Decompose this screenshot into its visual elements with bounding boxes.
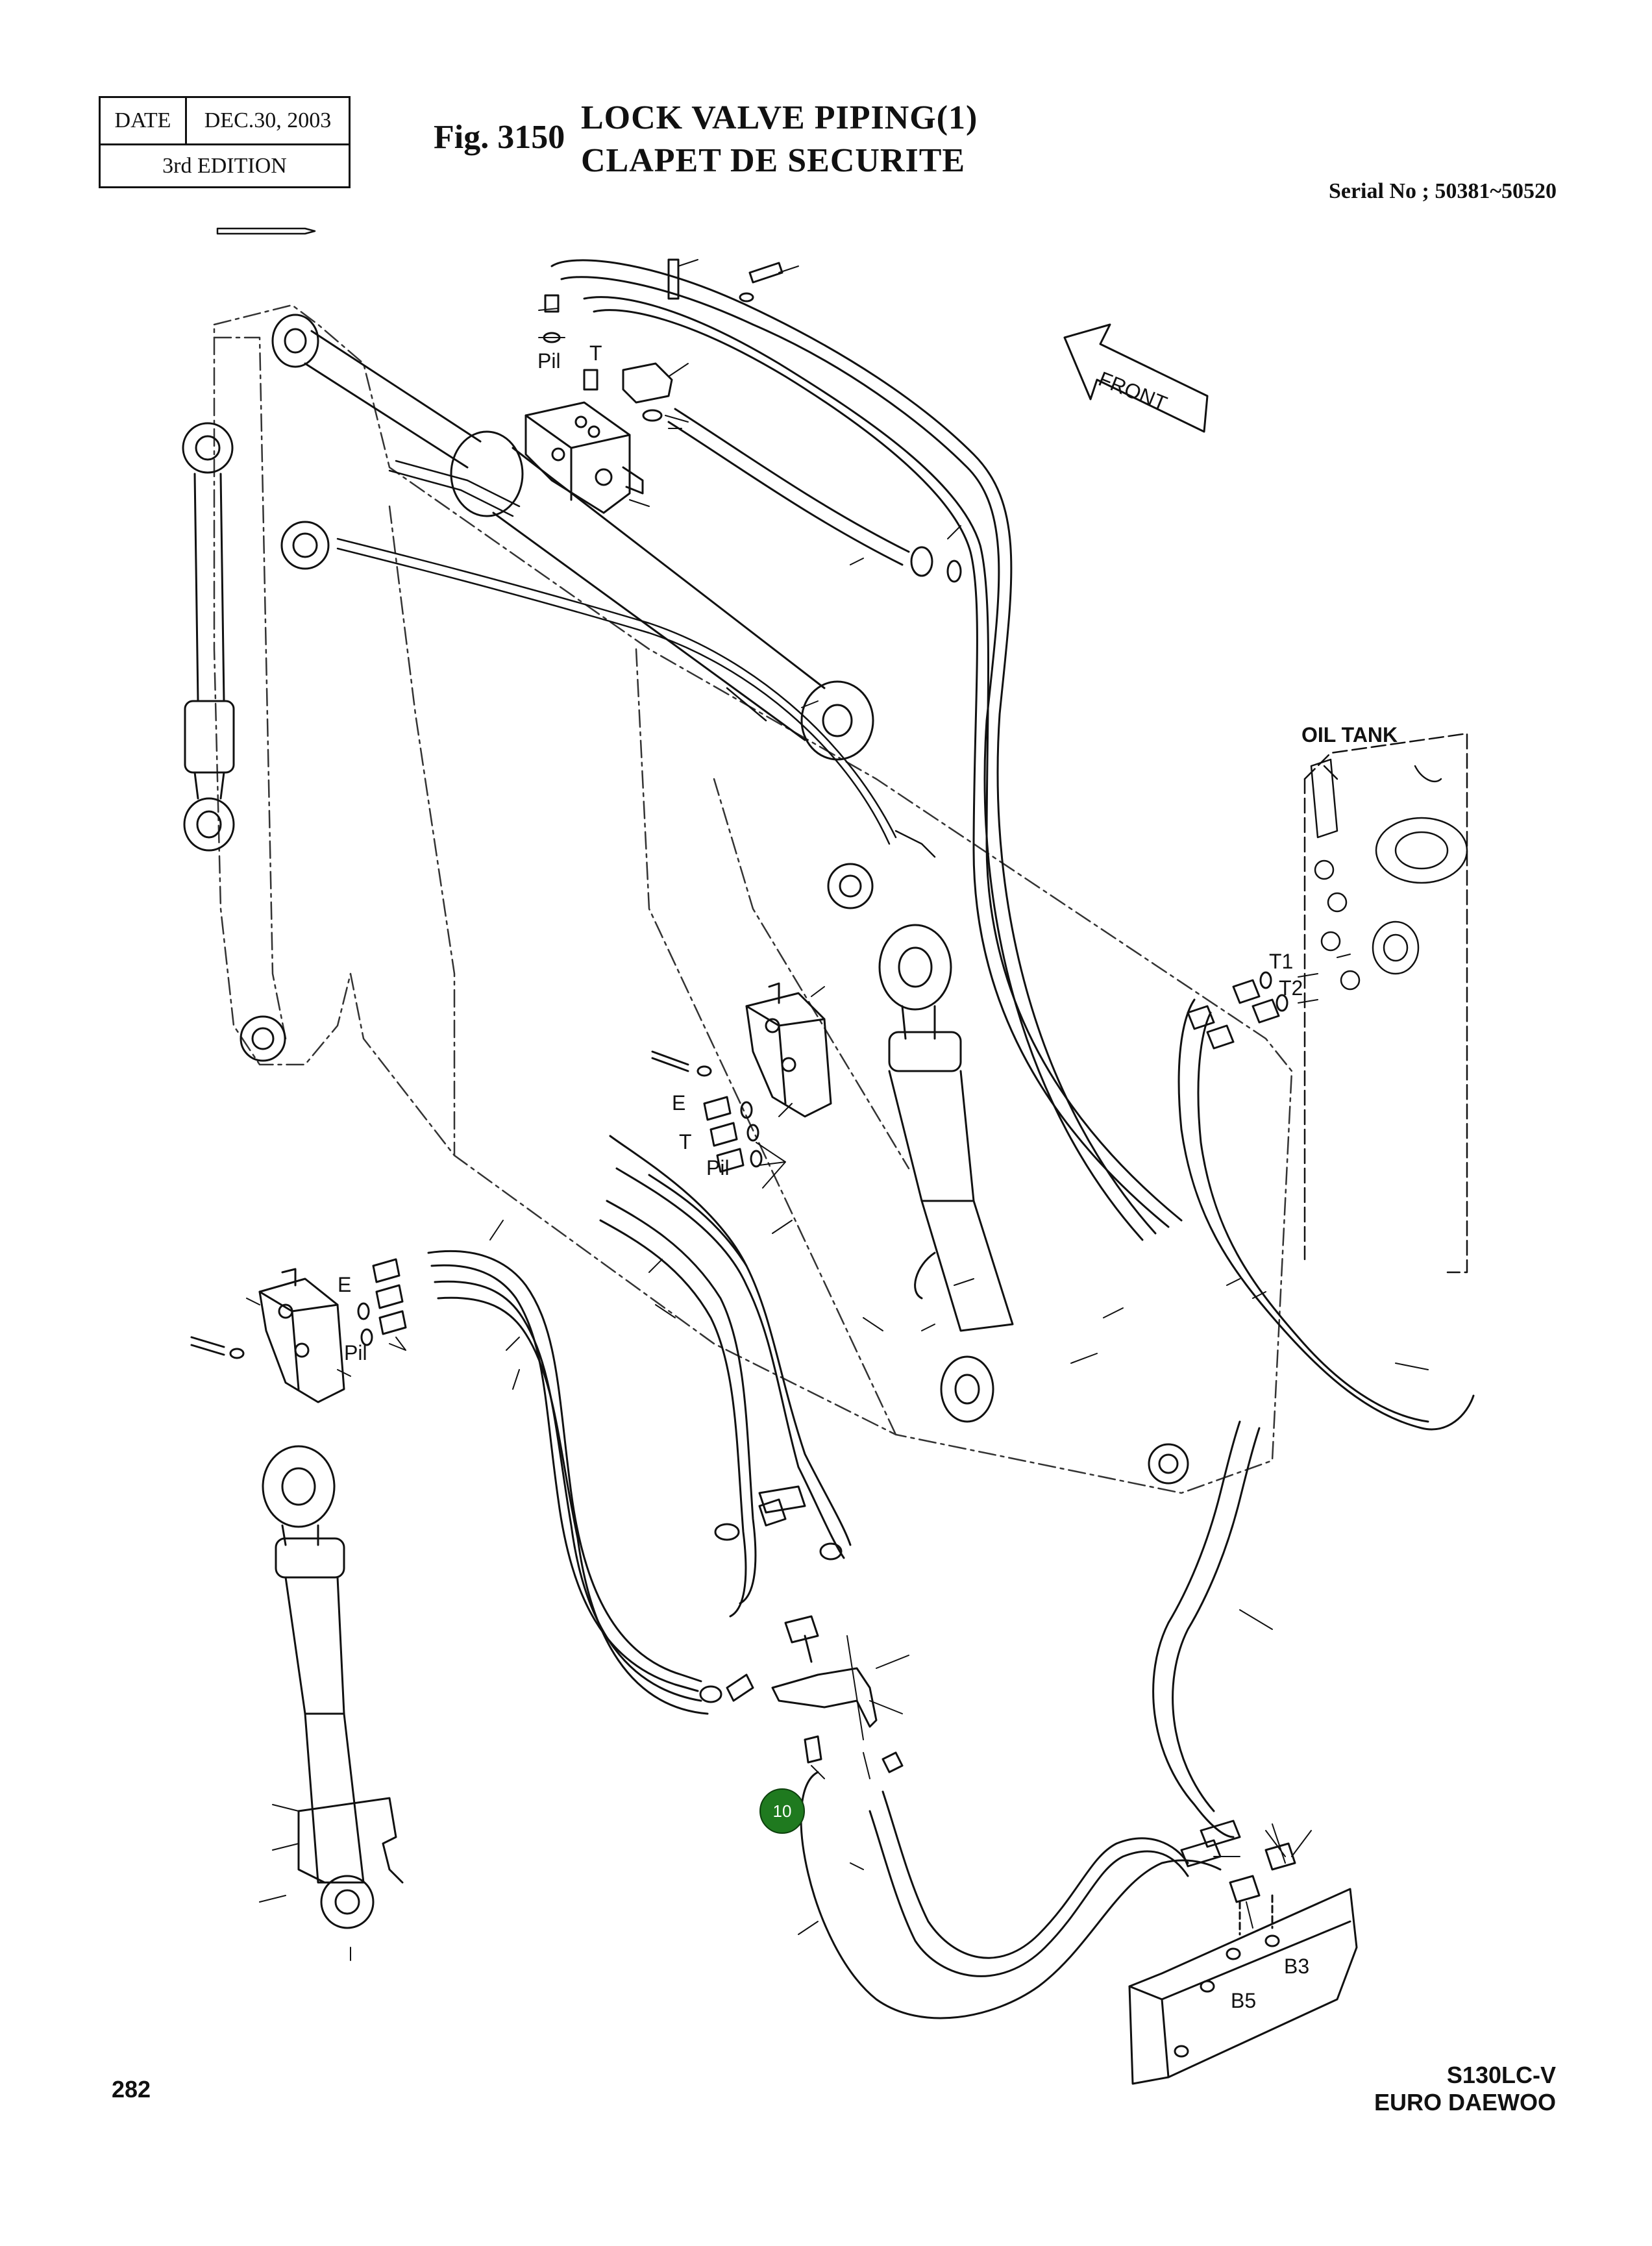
lock-valve-mid (651, 982, 832, 1118)
front-arrow-icon (1063, 323, 1209, 433)
front-label: FRONT (1095, 367, 1170, 415)
arm-cylinder (878, 924, 1014, 1423)
tank-fittings (1187, 971, 1288, 1050)
top-fittings (543, 258, 783, 422)
port-label-b3: B3 (1284, 1955, 1309, 1978)
boom-foot-boss (240, 1015, 286, 1062)
left-boom-cylinder (182, 422, 235, 852)
lock-valve-left (190, 1268, 345, 1403)
title-french: CLAPET DE SECURITE (581, 142, 966, 179)
boom-arm-boss (827, 863, 874, 909)
maker-name: EURO DAEWOO (1374, 2089, 1556, 2116)
port-label-t2: T2 (1279, 976, 1303, 1000)
boom-cylinder-top (271, 314, 874, 761)
model-name: S130LC-V (1446, 2062, 1556, 2088)
callout-circle (759, 1788, 805, 1834)
pin-icon (216, 227, 316, 235)
boom-lower-boss (1148, 1443, 1189, 1485)
date-value: DEC.30, 2003 (204, 108, 332, 132)
page-number: 282 (112, 2076, 151, 2103)
oil-tank (1303, 732, 1468, 1274)
left-hose-bundle (427, 1135, 852, 1715)
port-label-t1: T1 (1269, 950, 1293, 973)
leader-lines (246, 259, 1429, 1961)
right-hoses (800, 998, 1475, 2019)
callout-10[interactable]: 10 (759, 1788, 805, 1834)
left-fittings (357, 1258, 407, 1346)
boom-pipes (336, 460, 936, 858)
figure-number: Fig. 3150 (434, 119, 565, 156)
date-label: DATE (101, 98, 187, 143)
port-label-pil-left: Pil (344, 1341, 367, 1364)
control-valve-block (1128, 1888, 1358, 2085)
port-label-t-mid: T (679, 1130, 692, 1154)
header-info-box: DATE DEC.30, 2003 3rd EDITION (99, 96, 351, 188)
top-hoses (550, 259, 1183, 1241)
oil-tank-label: OIL TANK (1301, 723, 1398, 747)
port-label-t-top: T (589, 341, 602, 365)
lower-left-cylinder (262, 1445, 404, 1929)
port-label-pil-mid: Pil (706, 1156, 730, 1179)
port-label-e-left: E (338, 1273, 351, 1296)
callout-number: 10 (773, 1801, 792, 1821)
boom-pivot-boss (280, 521, 330, 570)
edition-label: 3rd EDITION (162, 153, 287, 178)
port-label-pil-top: Pil (537, 349, 561, 373)
serial-number: Serial No ; 50381~50520 (1328, 179, 1557, 203)
center-bracket (758, 1498, 904, 1773)
mid-fittings (703, 1096, 763, 1173)
lock-valve-top (524, 401, 644, 514)
boom-outline (213, 304, 1293, 1494)
title-english: LOCK VALVE PIPING(1) (581, 99, 978, 136)
port-label-e-mid: E (672, 1091, 685, 1115)
port-label-b5: B5 (1231, 1989, 1256, 2012)
header-date-row: DATE DEC.30, 2003 (101, 98, 349, 145)
